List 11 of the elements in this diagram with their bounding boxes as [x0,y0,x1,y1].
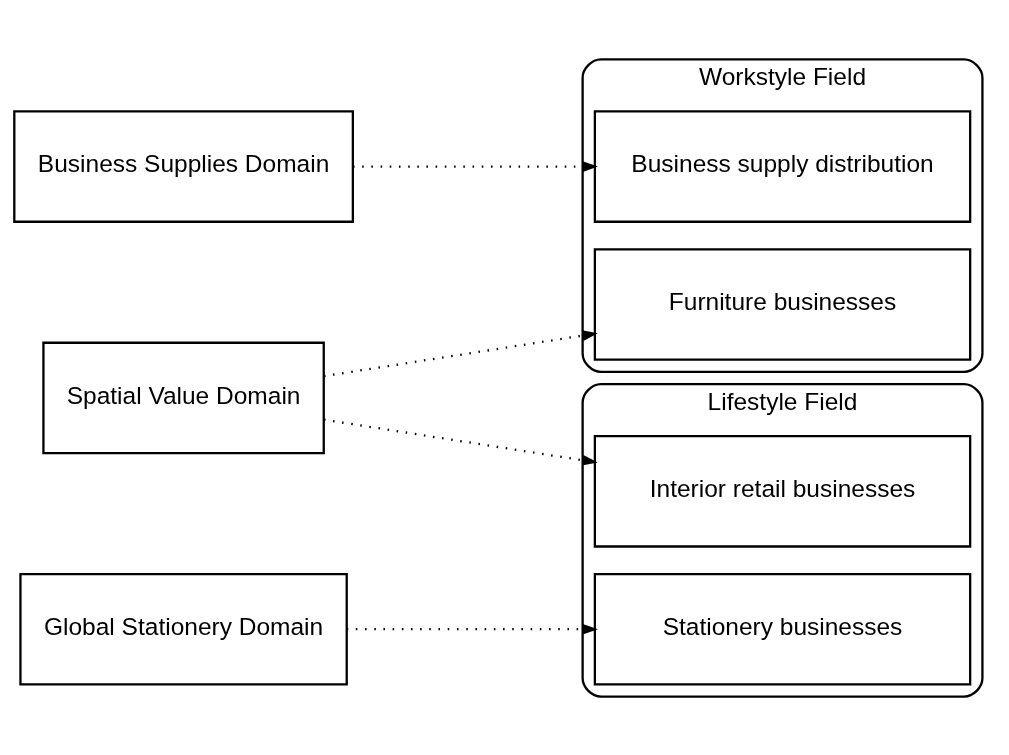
node-box: Spatial Value Domain [42,341,325,454]
arrow [323,329,598,377]
node-box: Interior retail businesses [593,434,972,548]
arrow [346,623,598,635]
arrow [323,418,598,466]
node-box: Stationery businesses [593,572,972,685]
node-box: Furniture businesses [593,247,972,361]
node-box: Global Stationery Domain [19,572,348,685]
node-box: Business Supplies Domain [13,109,354,223]
arrow [353,160,598,172]
node-box: Business supply distribution [593,109,972,223]
